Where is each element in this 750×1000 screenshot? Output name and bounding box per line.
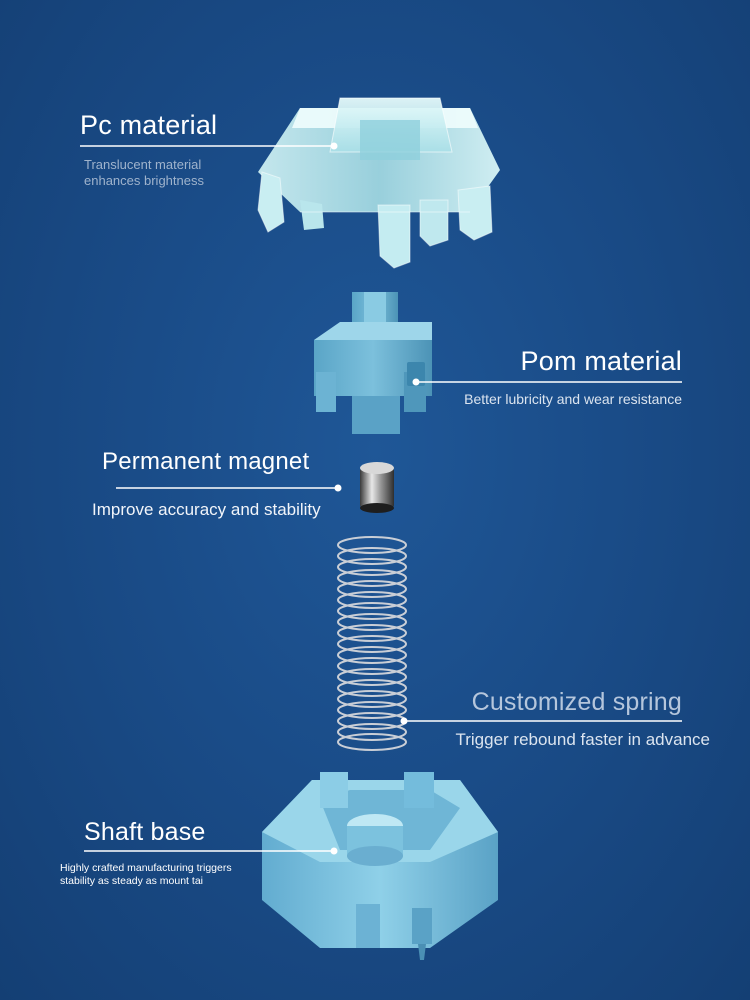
magnet-title: Permanent magnet [102, 448, 310, 475]
shaft-base-title: Shaft base [84, 818, 206, 846]
pc-leader-line [80, 142, 338, 150]
magnet-illustration [360, 462, 394, 513]
magnet-leader-line [116, 484, 342, 492]
pc-material-desc-line1: Translucent material [84, 157, 202, 172]
pom-leader-line [412, 378, 682, 386]
shaft-base-desc-line1: Highly crafted manufacturing triggers [60, 862, 232, 874]
pom-material-title: Pom material [520, 346, 682, 376]
base-leader-line [84, 847, 338, 855]
shaft-base-desc-line2: stability as steady as mount tai [60, 875, 203, 887]
magnet-desc: Improve accuracy and stability [92, 500, 321, 519]
spring-desc: Trigger rebound faster in advance [455, 730, 710, 749]
shaft-base-illustration [262, 772, 498, 960]
spring-title: Customized spring [471, 688, 682, 716]
pom-material-desc: Better lubricity and wear resistance [464, 391, 682, 407]
pom-stem-illustration [314, 292, 432, 434]
pc-material-desc-line2: enhances brightness [84, 173, 204, 188]
pc-material-title: Pc material [80, 110, 218, 140]
spring-illustration [337, 536, 407, 751]
pc-housing-illustration [257, 97, 500, 269]
spring-leader-line [400, 717, 682, 725]
